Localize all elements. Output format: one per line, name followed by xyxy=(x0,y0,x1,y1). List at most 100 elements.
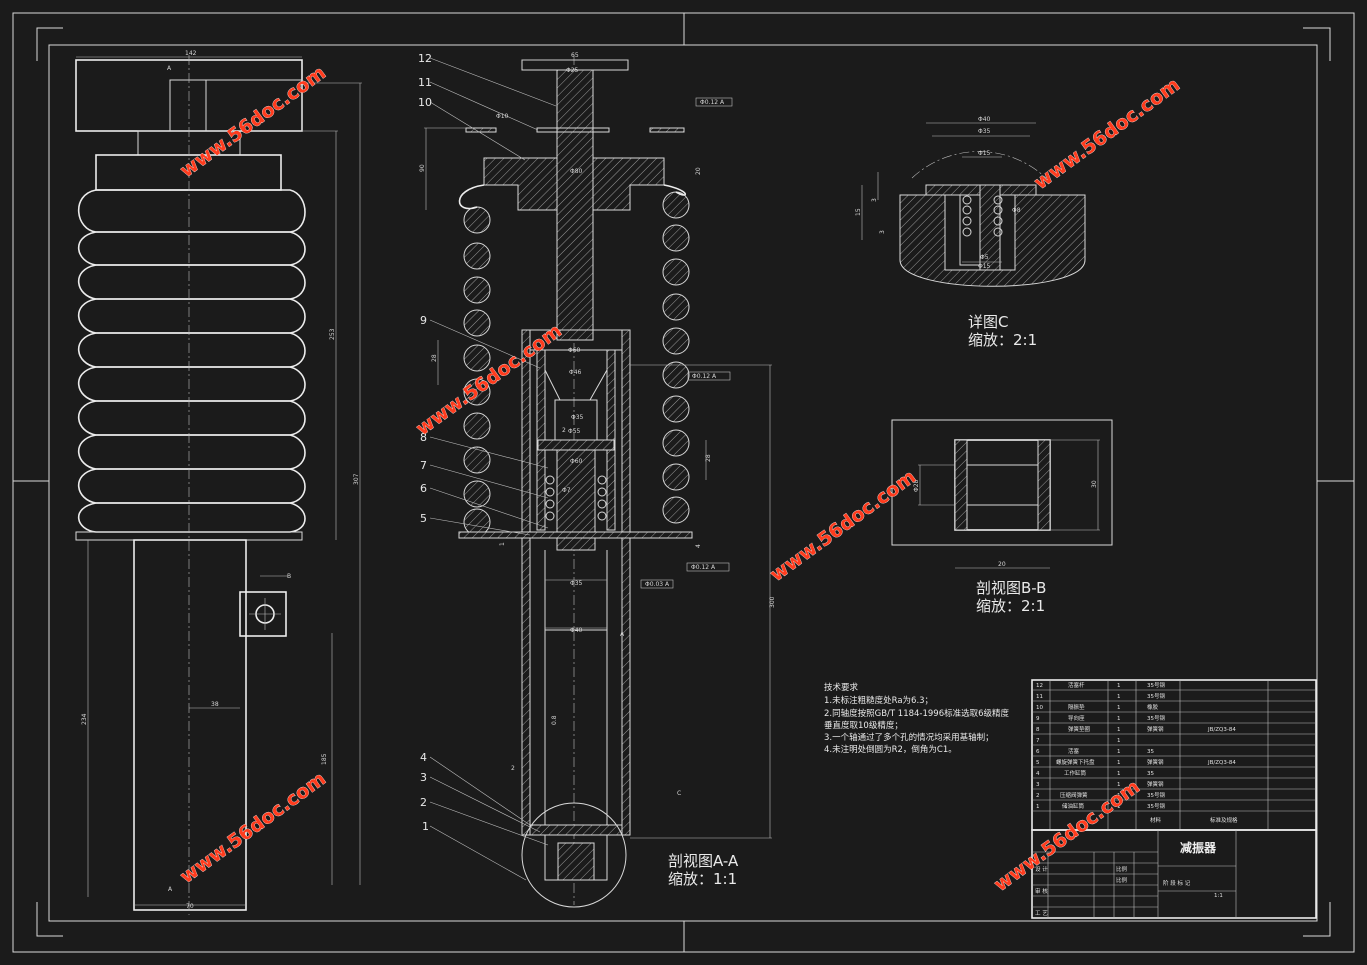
svg-text:1: 1 xyxy=(1117,727,1121,733)
title-row-label: 审 核 xyxy=(1035,887,1048,895)
title-row-label: 工 艺 xyxy=(1035,910,1048,917)
dim-text: 3 xyxy=(871,198,878,202)
dim-text: 15 xyxy=(855,208,862,216)
leader-label-7: 7 xyxy=(420,459,427,472)
svg-text:7: 7 xyxy=(1036,738,1040,744)
detail-c-dimension-texts: Φ40 Φ35 Φ15 15 3 3 Φ8 Φ15 Φ5 xyxy=(855,116,1021,270)
leader-label-6: 6 xyxy=(420,482,427,495)
leader-label-5: 5 xyxy=(420,512,427,525)
watermark-text: www.56doc.com xyxy=(766,466,920,586)
section-aa-title: 剖视图A-A xyxy=(668,852,739,870)
leader-label-8: 8 xyxy=(420,431,427,444)
svg-text:压缩阀弹簧: 压缩阀弹簧 xyxy=(1060,791,1088,799)
bom-row: 1 储油缸筒 1 35号钢 xyxy=(1036,802,1165,810)
part-leader-labels: 12 11 10 9 8 7 6 5 4 3 2 1 xyxy=(418,52,432,833)
note-line: 1.未标注粗糙度处Ra为6.3； xyxy=(824,695,933,706)
svg-text:1: 1 xyxy=(1117,793,1121,799)
dim-text: 1 xyxy=(499,542,506,546)
dim-text: Φ15 xyxy=(978,263,991,270)
dim-text: 30 xyxy=(1091,480,1098,488)
dim-text: Φ7 xyxy=(562,487,571,494)
dim-text: 142 xyxy=(185,50,197,57)
leader-label-12: 12 xyxy=(418,52,432,65)
svg-text:螺旋弹簧下托盘: 螺旋弹簧下托盘 xyxy=(1056,758,1095,766)
dim-text: 234 xyxy=(81,713,88,725)
dim-text: Φ28 xyxy=(913,479,920,492)
note-line: 3.一个轴通过了多个孔的情况均采用基轴制； xyxy=(824,732,994,743)
dim-text: 300 xyxy=(769,596,776,608)
svg-text:10: 10 xyxy=(1036,705,1043,711)
dim-text: 3 xyxy=(879,230,886,234)
dim-text: 65 xyxy=(571,52,579,59)
bom-row: 7 1 xyxy=(1036,738,1121,744)
svg-text:弹簧钢: 弹簧钢 xyxy=(1147,780,1164,788)
dim-text: Φ0.03 A xyxy=(645,581,670,588)
svg-text:1: 1 xyxy=(1117,771,1121,777)
note-line: 垂直度取10级精度； xyxy=(824,720,903,731)
dim-text: 2 xyxy=(511,765,515,772)
leader-label-2: 2 xyxy=(420,796,427,809)
svg-text:1: 1 xyxy=(1036,804,1040,810)
dim-text: Φ55 xyxy=(568,428,581,435)
notes-heading: 技术要求 xyxy=(824,682,859,693)
svg-text:1: 1 xyxy=(1117,705,1121,711)
svg-text:35号钢: 35号钢 xyxy=(1147,714,1165,722)
svg-text:35号钢: 35号钢 xyxy=(1147,802,1165,810)
svg-text:8: 8 xyxy=(1036,727,1040,733)
svg-text:1: 1 xyxy=(1117,738,1121,744)
dim-text: Φ0.12 A xyxy=(691,564,716,571)
dim-text: 38 xyxy=(211,701,219,708)
detail-c xyxy=(861,122,1086,287)
section-bb xyxy=(891,419,1113,569)
svg-text:11: 11 xyxy=(1036,694,1043,700)
svg-text:1: 1 xyxy=(1117,716,1121,722)
dim-text: Φ46 xyxy=(569,369,582,376)
svg-text:35: 35 xyxy=(1147,771,1154,777)
svg-text:35号钢: 35号钢 xyxy=(1147,791,1165,799)
dim-text: C xyxy=(677,790,681,797)
svg-text:弹簧垫圈: 弹簧垫圈 xyxy=(1068,725,1091,733)
drawing-title: 减振器 xyxy=(1180,840,1217,855)
section-bb-scale: 缩放：2:1 xyxy=(976,597,1045,615)
valve-balls xyxy=(545,475,607,521)
dim-text: 20 xyxy=(998,561,1006,568)
dim-text: Φ8 xyxy=(1012,207,1021,214)
watermark-text: www.56doc.com xyxy=(1030,74,1184,194)
dim-text: 90 xyxy=(419,164,426,172)
front-view xyxy=(75,55,362,915)
svg-text:35: 35 xyxy=(1147,749,1154,755)
dim-text: Φ40 xyxy=(978,116,991,123)
title-row-label: 设 计 xyxy=(1035,865,1048,873)
dim-text: Φ60 xyxy=(570,458,583,465)
svg-text:5: 5 xyxy=(1036,760,1040,766)
title-stage: 阶 段 标 记 xyxy=(1163,879,1191,887)
svg-text:35号钢: 35号钢 xyxy=(1147,692,1165,700)
dim-text: Φ5 xyxy=(980,254,989,261)
svg-text:2: 2 xyxy=(1036,793,1040,799)
dim-text: 307 xyxy=(353,473,360,485)
bom-header-standard: 标准及规格 xyxy=(1210,816,1238,824)
dim-text: 185 xyxy=(321,753,328,765)
dim-text: Φ35 xyxy=(978,128,991,135)
svg-text:隔振垫: 隔振垫 xyxy=(1068,703,1085,711)
note-line: 4.未注明处倒圆为R2，倒角为C1。 xyxy=(824,744,957,755)
dim-text: Φ35 xyxy=(570,580,583,587)
svg-text:1: 1 xyxy=(1117,760,1121,766)
svg-text:1: 1 xyxy=(1117,683,1121,689)
coil-spring-front xyxy=(77,189,306,533)
dim-text: 4 xyxy=(695,544,702,548)
svg-text:4: 4 xyxy=(1036,771,1040,777)
bom-row: 2 压缩阀弹簧 1 35号钢 xyxy=(1036,791,1165,799)
dim-text: 28 xyxy=(705,454,712,462)
section-bb-dimension-texts: Φ28 30 20 xyxy=(913,479,1098,568)
svg-text:1: 1 xyxy=(1117,804,1121,810)
svg-text:储油缸筒: 储油缸筒 xyxy=(1062,802,1085,810)
